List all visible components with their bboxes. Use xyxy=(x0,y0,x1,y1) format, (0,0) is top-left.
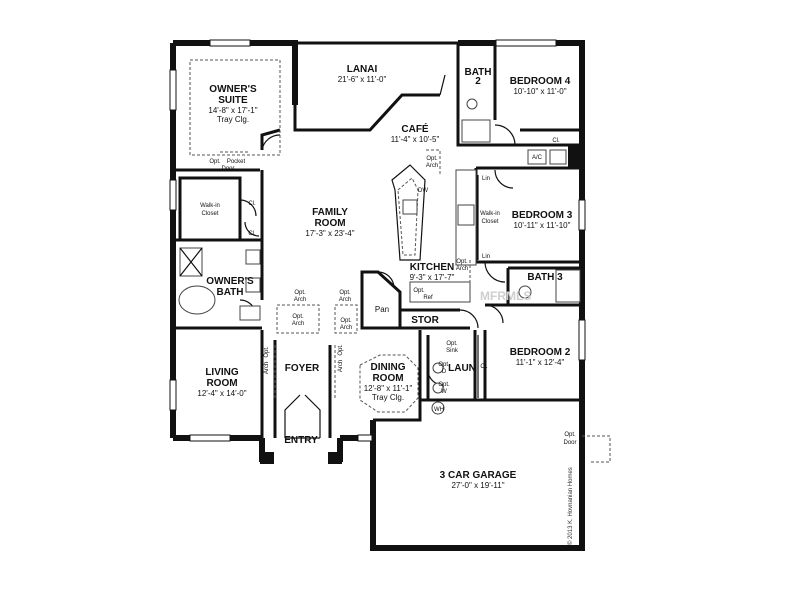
arch-label-a3: Arch xyxy=(292,321,304,327)
linen-label-2: Lin xyxy=(482,254,490,260)
room-labels: LANAI 21'-6" x 11'-0" OWNER'S SUITE 14'-… xyxy=(197,64,576,545)
family-name-1: FAMILY xyxy=(312,207,348,218)
sink-label: Sink xyxy=(446,348,459,354)
dining-name-1: DINING xyxy=(371,362,406,373)
owners-suite-note: Tray Clg. xyxy=(217,115,249,124)
bedroom4-name: BEDROOM 4 xyxy=(510,76,571,87)
opt-label-pocket: Opt. xyxy=(209,159,221,165)
opt-label-washer: Opt. xyxy=(438,382,450,388)
arch-label-a2: Arch xyxy=(339,297,351,303)
foyer-name: FOYER xyxy=(285,363,320,374)
laundry-name: LAUN xyxy=(448,363,476,374)
arch-label-foyer-right: Arch xyxy=(338,360,344,372)
garage-name: 3 CAR GARAGE xyxy=(440,470,517,481)
dining-name-2: ROOM xyxy=(372,373,403,384)
closet-label-1: Cl. xyxy=(248,201,256,207)
copyright: © 2013 K. Hovnanian Homes xyxy=(567,467,574,545)
bedroom2-dim: 11'-1" x 12'-4" xyxy=(516,358,565,367)
water-heater-label: WH xyxy=(434,407,444,413)
owners-suite-dim: 14'-8" x 17'-1" xyxy=(208,106,257,115)
bedroom3-name: BEDROOM 3 xyxy=(512,210,573,221)
living-name-2: ROOM xyxy=(206,378,237,389)
living-dim: 12'-4" x 14'-0" xyxy=(197,389,246,398)
garage-dim: 27'-0" x 19'-11" xyxy=(451,481,504,490)
bedroom4-dim: 10'-10" x 11'-0" xyxy=(513,87,566,96)
bath2-name-1: BATH xyxy=(464,67,491,78)
garage-door-label: Door xyxy=(563,440,576,446)
arch-label-a4: Arch xyxy=(340,325,352,331)
lanai-dim: 21'-6" x 11'-0" xyxy=(338,75,387,84)
opt-label-kitchen: Opt. xyxy=(456,259,468,265)
ref-label: Ref xyxy=(423,295,433,301)
dryer-label: D xyxy=(442,369,447,375)
bedroom3-dim: 10'-11" x 11'-10" xyxy=(514,221,571,230)
dining-note: Tray Clg. xyxy=(372,393,404,402)
opt-label-cafe: Opt. xyxy=(426,156,438,162)
pocket-label: Pocket xyxy=(227,159,246,165)
fixtures xyxy=(178,98,581,415)
arch-label-kitchen: Arch xyxy=(456,266,468,272)
opt-label-a4: Opt. xyxy=(340,318,352,324)
kitchen-name: KITCHEN xyxy=(410,262,454,273)
walkin2-l1: Walk-in xyxy=(480,211,500,217)
arch-label-a1: Arch xyxy=(294,297,306,303)
dining-dim: 12'-8" x 11'-1" xyxy=(364,384,413,393)
windows xyxy=(169,39,586,442)
opt-label-a2: Opt. xyxy=(339,290,351,296)
entry-name: ENTRY xyxy=(284,435,318,446)
opt-label-dryer: Opt. xyxy=(438,362,450,368)
linen-label-1: Lin xyxy=(482,176,490,182)
walkin1-l2: Closet xyxy=(201,211,218,217)
opt-label-ref: Opt. xyxy=(413,288,425,294)
opt-label-sink: Opt. xyxy=(446,341,458,347)
arch-label-foyer-left: Arch xyxy=(264,362,270,374)
cafe-dim: 11'-4" x 10'-5" xyxy=(391,135,440,144)
stor-name: STOR xyxy=(411,315,439,326)
owners-bath-name-1: OWNER'S xyxy=(206,276,254,287)
bedroom2-name: BEDROOM 2 xyxy=(510,347,571,358)
kitchen-dim: 9'-3" x 17'-7" xyxy=(410,273,455,282)
family-dim: 17'-3" x 23'-4" xyxy=(305,229,354,238)
living-name-1: LIVING xyxy=(205,367,239,378)
walkin2-l2: Closet xyxy=(481,219,498,225)
opt-label-garage-door: Opt. xyxy=(564,432,576,438)
dw-label: DW xyxy=(418,188,428,194)
cafe-name: CAFÉ xyxy=(401,122,429,135)
washer-label: W xyxy=(441,389,447,395)
ac-label: A/C xyxy=(532,155,543,161)
lanai-name: LANAI xyxy=(347,64,378,75)
bath2-name-2: 2 xyxy=(475,76,481,87)
watermark: MFRMLS xyxy=(480,289,531,303)
closet-label-2: Cl. xyxy=(248,231,256,237)
bath3-name: BATH 3 xyxy=(527,272,563,283)
optional-arches xyxy=(189,59,471,413)
bedroom4-closet: Cl. xyxy=(552,138,560,144)
pocket-door-label: Door xyxy=(221,166,234,172)
walkin1-l1: Walk-in xyxy=(200,203,220,209)
opt-label-foyer-right: Opt. xyxy=(338,344,344,356)
opt-label-foyer-left: Opt. xyxy=(264,346,270,358)
opt-label-a3: Opt. xyxy=(292,314,304,320)
opt-label-a1: Opt. xyxy=(294,290,306,296)
arch-label-cafe: Arch xyxy=(426,163,438,169)
owners-suite-name-1: OWNER'S xyxy=(209,84,257,95)
owners-suite-name-2: SUITE xyxy=(218,95,248,106)
bedroom2-closet: Cl. xyxy=(480,364,488,370)
family-name-2: ROOM xyxy=(314,218,345,229)
owners-bath-name-2: BATH xyxy=(216,287,243,298)
pantry-name: Pan xyxy=(375,305,389,314)
